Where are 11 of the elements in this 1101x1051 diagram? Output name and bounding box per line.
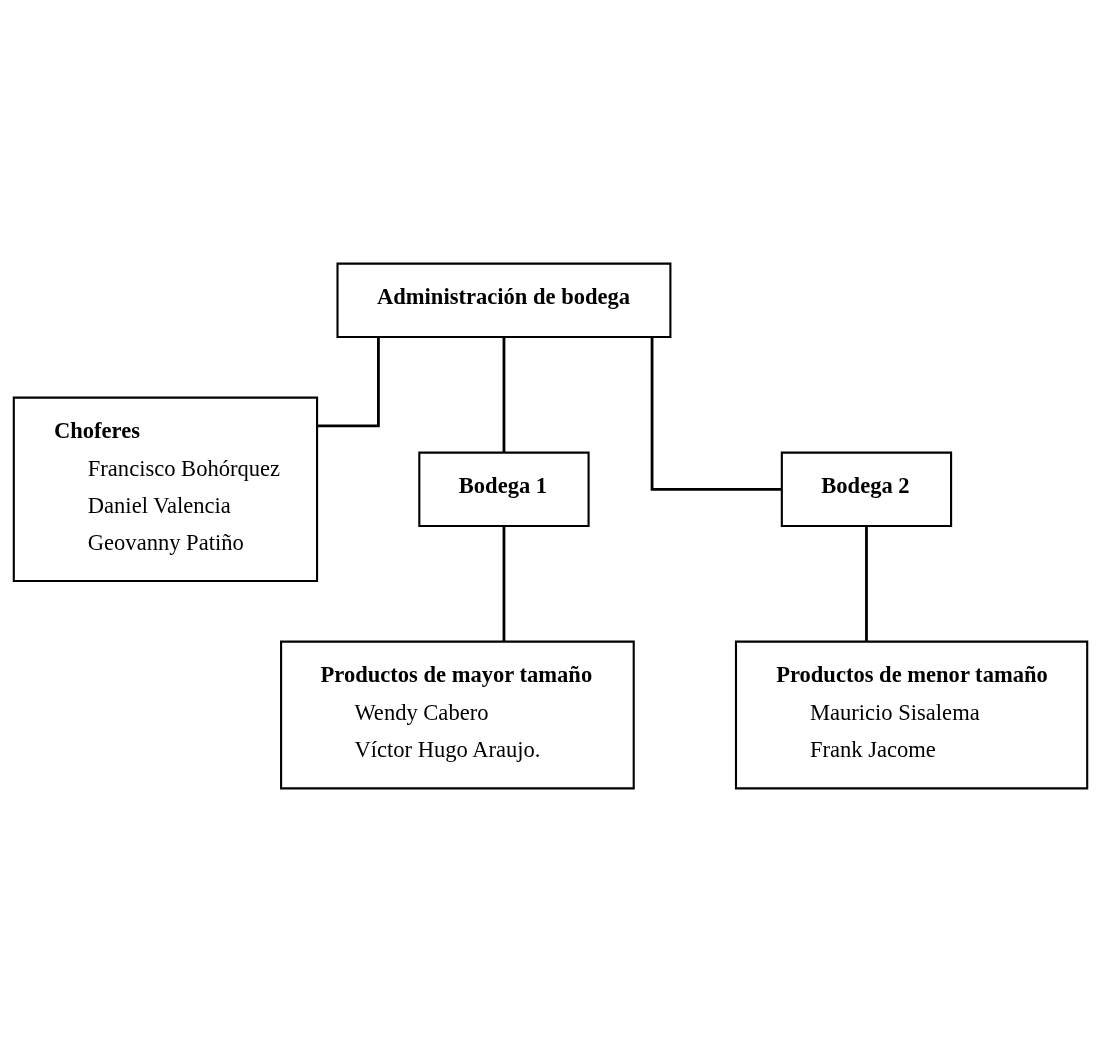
node-box: Choferes Francisco Bohórquez Daniel Valencia Geovanny Patiño: [12, 396, 319, 582]
connector: [317, 336, 380, 427]
connector: [650, 336, 782, 491]
connector: [502, 336, 506, 453]
node-box: Productos de mayor tamaño Wendy Cabero Víctor Hugo Araujo.: [280, 640, 635, 789]
connector: [865, 525, 868, 641]
node-box: Bodega 1: [418, 451, 590, 527]
node-box: Administración de bodega: [336, 262, 672, 338]
node-box: Productos de menor tamaño Mauricio Sisalema Frank Jacome: [734, 640, 1089, 789]
node-box: Bodega 2: [780, 451, 953, 527]
connector: [502, 525, 506, 641]
